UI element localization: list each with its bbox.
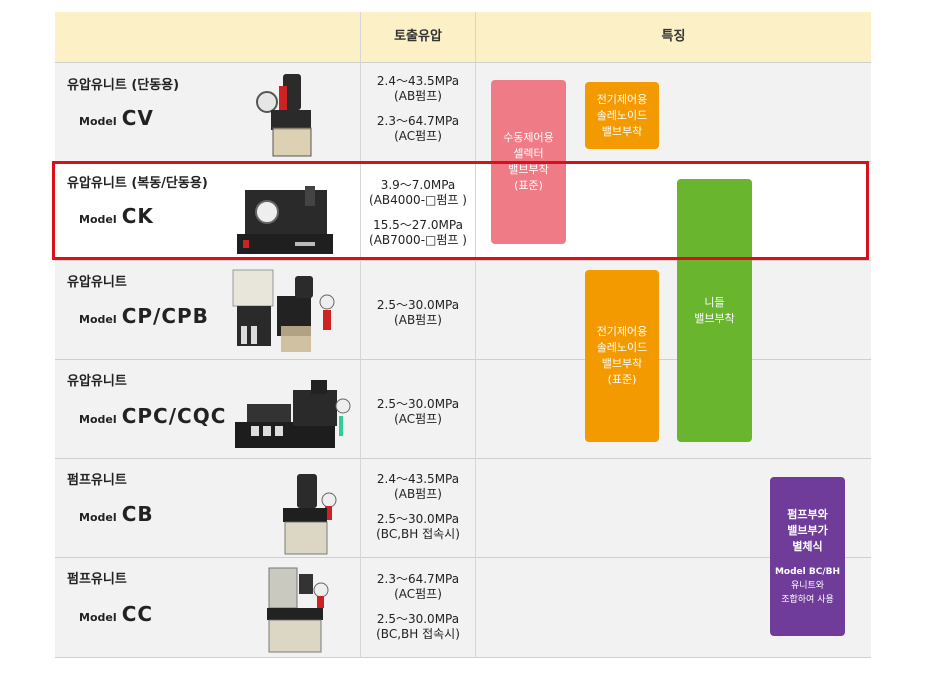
row-divider	[55, 657, 871, 658]
model-label: Model CK	[79, 204, 154, 228]
pressure-range: 2.5～30.0MPa	[376, 612, 460, 626]
feature-text: (표준)	[607, 373, 637, 386]
pump-type: (AC펌프)	[394, 412, 442, 426]
product-image-ck	[237, 186, 333, 254]
product-name: 유압유니트	[67, 374, 127, 389]
pressure-range: 2.3～64.7MPa	[376, 572, 460, 586]
pump-type: (AC펌프)	[394, 129, 442, 143]
pressure-range: 2.5～30.0MPa	[376, 512, 460, 526]
model-prefix: Model	[79, 115, 117, 128]
feature-text: 밸브부가	[787, 523, 828, 537]
product-image-cv	[256, 74, 312, 157]
row-divider	[55, 260, 871, 261]
feature-solenoid-valve-cv: 전기제어용 솔레노이드 밸브부착	[585, 82, 659, 149]
highlight-frame-ck	[52, 161, 869, 260]
feature-note: 유니트와	[790, 580, 825, 591]
feature-text: 솔레노이드	[596, 341, 648, 354]
feature-text: (표준)	[514, 179, 543, 192]
pressure-spec: 3.9～7.0MPa (AB4000-□펌프 ) 15.5～27.0MPa (A…	[361, 178, 475, 248]
pump-type: (BC,BH 접속시)	[376, 627, 460, 641]
feature-text: 펌프부와	[787, 507, 828, 521]
column-divider	[360, 12, 361, 658]
product-name: 유압유니트 (단동용)	[67, 78, 180, 93]
row-divider	[55, 62, 871, 63]
pressure-range: 15.5～27.0MPa	[373, 218, 463, 232]
model-label: Model CPC/CQC	[79, 404, 226, 428]
table-row	[55, 458, 871, 557]
model-prefix: Model	[79, 413, 117, 426]
product-name: 펌프유니트	[67, 473, 127, 488]
feature-note: 조합하여 사용	[781, 594, 834, 605]
row-divider	[55, 458, 871, 459]
product-name: 유압유니트	[67, 275, 127, 290]
feature-text: 셀렉터	[513, 147, 544, 160]
pump-type: (AB7000-□펌프 )	[369, 233, 467, 247]
pump-type: (AB펌프)	[394, 487, 442, 501]
table-row	[55, 62, 871, 161]
feature-text: 전기제어용	[596, 92, 648, 106]
column-divider	[475, 12, 476, 658]
pressure-range: 2.4～43.5MPa	[376, 74, 460, 88]
model-prefix: Model	[79, 511, 117, 524]
feature-text: 니들	[704, 295, 725, 309]
table-header: 토출유압 특징	[55, 12, 871, 62]
model-label: Model CP/CPB	[79, 304, 209, 328]
model-label: Model CV	[79, 106, 154, 130]
pressure-spec: 2.4～43.5MPa (AB펌프) 2.5～30.0MPa (BC,BH 접속…	[361, 472, 475, 542]
pressure-range: 2.5～30.0MPa	[376, 397, 460, 411]
pump-type: (AB펌프)	[394, 89, 442, 103]
pump-type: (AB펌프)	[394, 313, 442, 327]
feature-needle-valve: 니들 밸브부착	[677, 179, 752, 442]
feature-text: 솔레노이드	[596, 108, 648, 122]
feature-text: 밸브부착	[601, 357, 643, 370]
model-code: CP/CPB	[121, 304, 209, 328]
row-divider	[55, 557, 871, 558]
row-divider	[55, 359, 871, 360]
product-image-cc	[267, 567, 329, 653]
pressure-spec: 2.5～30.0MPa (AB펌프)	[361, 298, 475, 328]
model-code: CB	[121, 502, 154, 526]
product-name: 유압유니트 (복동/단동용)	[67, 176, 208, 191]
model-code: CC	[121, 602, 154, 626]
feature-text: 밸브부착	[601, 124, 643, 138]
pressure-range: 2.5～30.0MPa	[376, 298, 460, 312]
pressure-spec: 2.3～64.7MPa (AC펌프) 2.5～30.0MPa (BC,BH 접속…	[361, 572, 475, 642]
feature-text: 별체식	[792, 539, 823, 553]
pressure-range: 2.4～43.5MPa	[376, 472, 460, 486]
feature-text: 수동제어용	[503, 131, 554, 144]
pump-type: (AC펌프)	[394, 587, 442, 601]
model-prefix: Model	[79, 611, 117, 624]
product-image-cpc	[235, 380, 351, 448]
pressure-range: 3.9～7.0MPa	[380, 178, 456, 192]
feature-text: 밸브부착	[508, 163, 549, 176]
model-prefix: Model	[79, 313, 117, 326]
model-code: CV	[121, 106, 154, 130]
header-pressure: 토출유압	[394, 29, 442, 44]
feature-solenoid-valve-standard: 전기제어용 솔레노이드 밸브부착 (표준)	[585, 270, 659, 442]
pressure-range: 2.3～64.7MPa	[376, 114, 460, 128]
feature-separate-type: 펌프부와 밸브부가 별체식 Model BC/BH 유니트와 조합하여 사용	[770, 477, 845, 636]
model-prefix: Model	[79, 213, 117, 226]
product-image-cb	[283, 474, 337, 555]
feature-text: 밸브부착	[694, 311, 735, 325]
header-features: 특징	[661, 29, 686, 44]
feature-note: Model BC/BH	[774, 566, 841, 577]
model-label: Model CC	[79, 602, 153, 626]
product-image-cp	[232, 269, 335, 352]
product-name: 펌프유니트	[67, 572, 127, 587]
table-row	[55, 557, 871, 658]
pressure-spec: 2.4～43.5MPa (AB펌프) 2.3～64.7MPa (AC펌프)	[361, 74, 475, 144]
pump-type: (BC,BH 접속시)	[376, 527, 460, 541]
model-label: Model CB	[79, 502, 154, 526]
model-code: CK	[121, 204, 154, 228]
feature-text: 전기제어용	[596, 325, 648, 338]
model-code: CPC/CQC	[121, 404, 227, 428]
pump-type: (AB4000-□펌프 )	[369, 193, 467, 207]
pressure-spec: 2.5～30.0MPa (AC펌프)	[361, 397, 475, 427]
